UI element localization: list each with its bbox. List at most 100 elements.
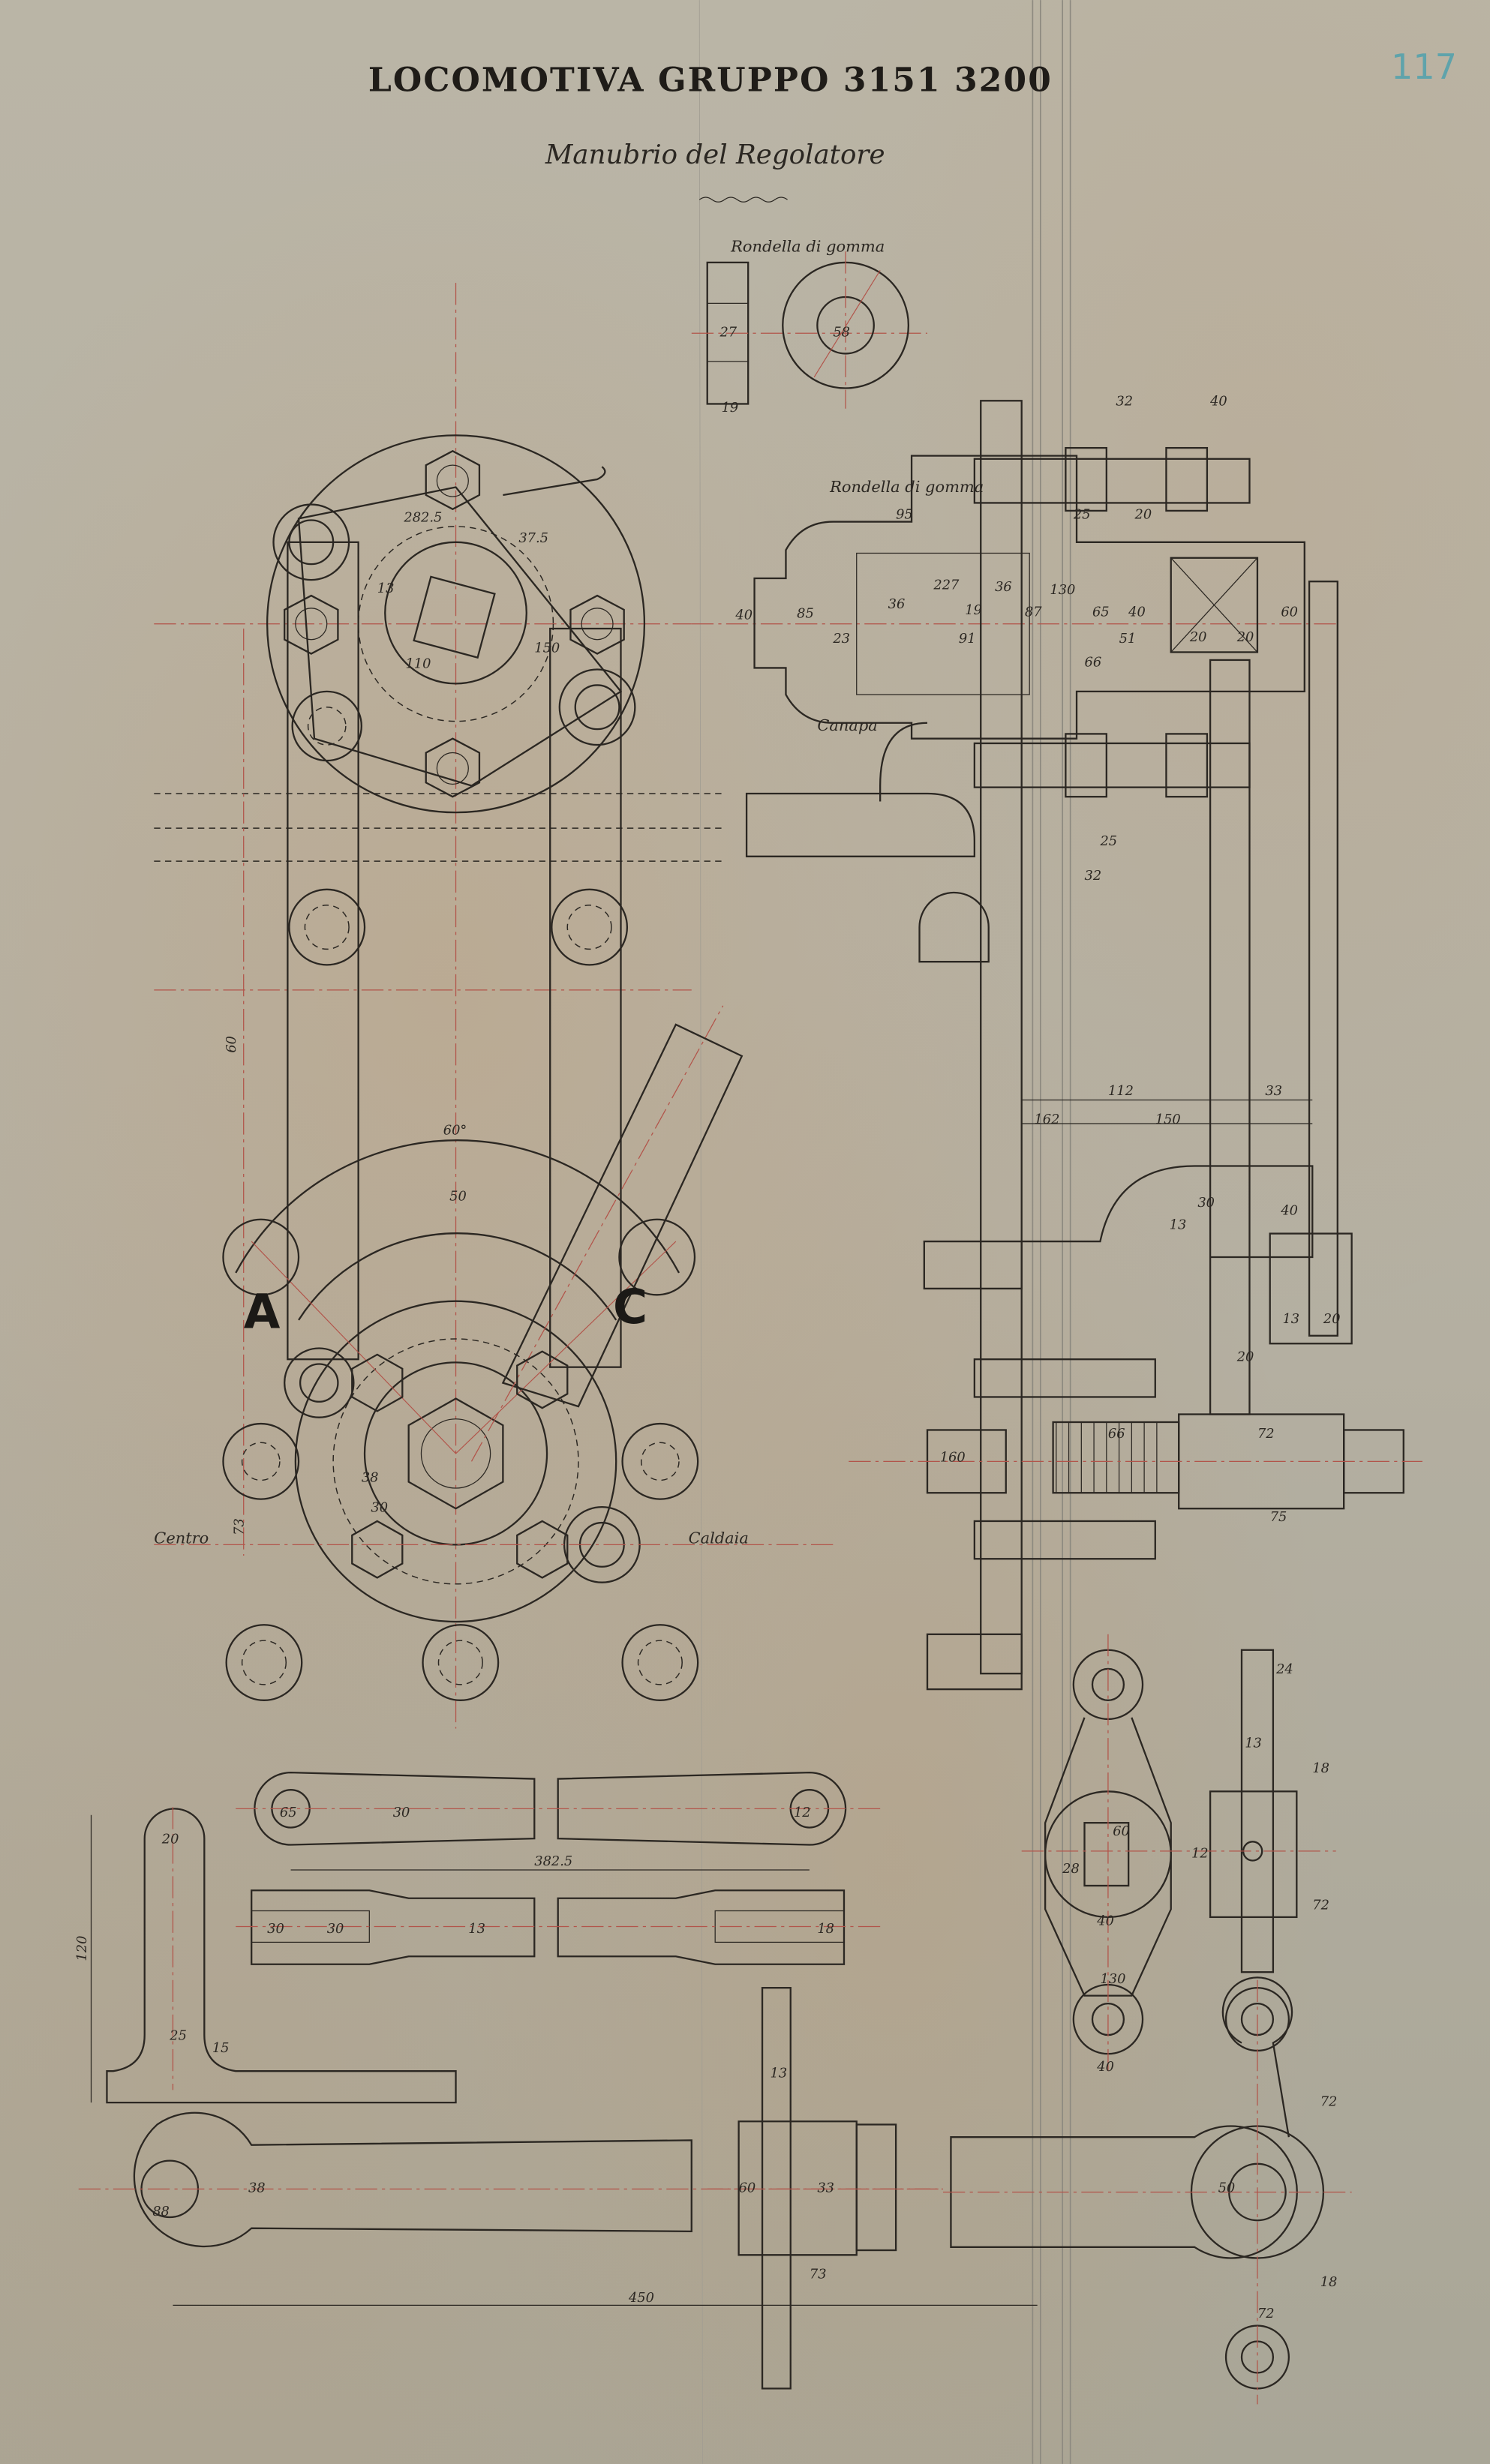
position-c-label: C	[613, 1280, 647, 1334]
dim-label: 162	[1034, 1112, 1059, 1127]
dim-label: 19	[722, 400, 739, 416]
title-flourish	[698, 197, 788, 203]
dim-label: 23	[832, 631, 850, 647]
dim-label: 66	[1085, 654, 1102, 670]
dim-label: 40	[1096, 1913, 1114, 1928]
small-lever-detail: 24 13 28 60 40 130 40 12 18 72	[1021, 1634, 1336, 2075]
dim-label: 12	[794, 1805, 811, 1820]
dim-label: 112	[1108, 1083, 1134, 1099]
dim-label: 60	[1113, 1823, 1130, 1839]
dim-label: 30	[267, 1921, 284, 1937]
dim-label: 27	[719, 324, 737, 340]
dim-label: 33	[1265, 1083, 1282, 1099]
dim-label: 20	[1236, 1349, 1254, 1364]
dim-label: 88	[152, 2204, 170, 2219]
dim-label: 38	[248, 2180, 266, 2196]
dim-label: 13	[1282, 1311, 1299, 1327]
dim-label: 15	[212, 2040, 230, 2056]
dim-label: 60	[739, 2180, 756, 2196]
dim-label: 65	[1092, 604, 1110, 620]
boiler-label: Caldaia	[689, 1529, 749, 1547]
dim-label: 40	[1280, 1202, 1298, 1218]
dim-label: 87	[1025, 604, 1042, 620]
dim-label: 66	[1108, 1426, 1125, 1442]
dim-label: 30	[371, 1499, 388, 1515]
rubber-washer-detail: Rondella di gomma 27 19 58	[691, 237, 928, 416]
dim-label: 72	[1312, 1897, 1329, 1913]
side-view: Rondella di gomma Canapa 95 25 20 85 36 …	[691, 394, 1422, 1691]
cross-piece-detail: 60 73 13 33	[707, 1987, 943, 2390]
dim-label: 32	[1085, 868, 1102, 884]
drawing-subtitle: Manubrio del Regolatore	[545, 140, 885, 170]
dim-label: 25	[1073, 506, 1091, 522]
dim-label: 13	[377, 581, 395, 596]
link-details: 382.5 30 30 13 18	[236, 1772, 881, 1965]
bolt-hex	[284, 450, 625, 798]
dim-label: 33	[817, 2180, 834, 2196]
dim-label: 25	[1099, 833, 1117, 849]
dim-label: 72	[1320, 2093, 1338, 2109]
fold-lines	[698, 0, 1071, 2464]
dim-label: 25	[169, 2027, 187, 2043]
dim-label: 91	[959, 631, 976, 647]
dim-label: 72	[1257, 2306, 1275, 2321]
washer-callout-label: Rondella di gomma	[829, 478, 984, 496]
dim-label: 19	[965, 602, 982, 618]
dim-label: 13	[771, 2066, 788, 2081]
misc-dimensions: 282.5 37.5 150 110 13 30 65 12 72	[280, 510, 1275, 2322]
washer-title: Rondella di gomma	[730, 237, 885, 255]
dim-label: 32	[1116, 394, 1133, 410]
dim-label: 75	[1270, 1509, 1287, 1525]
dim-label: 450	[628, 2290, 654, 2306]
dim-label: 18	[817, 1921, 834, 1937]
dim-label: 51	[1119, 631, 1137, 647]
dim-label: 150	[1155, 1112, 1181, 1127]
front-view: 60° A C Centro Caldaia 60 73 30 38 50	[154, 283, 834, 1729]
dim-label: 13	[468, 1921, 485, 1937]
drawing-title: LOCOMOTIVA GRUPPO 3151 3200	[368, 62, 1053, 100]
dim-label: 50	[1218, 2180, 1236, 2196]
dim-label: 150	[534, 640, 560, 656]
dim-label: 18	[1320, 2274, 1338, 2290]
dim-label: 36	[995, 579, 1012, 595]
dim-label: 60	[224, 1036, 239, 1053]
dim-label: 40	[1128, 604, 1146, 620]
dim-label: 24	[1275, 1661, 1293, 1677]
lever-arm-detail: 50 72 18	[942, 1976, 1352, 2405]
dim-label: 20	[161, 1831, 179, 1847]
dim-label: 12	[1191, 1845, 1209, 1861]
dim-label: 13	[1245, 1736, 1262, 1751]
dim-label: 227	[933, 578, 960, 593]
hemp-label: Canapa	[817, 716, 877, 734]
dim-label: 85	[797, 605, 814, 621]
dim-label: 37.5	[518, 530, 548, 546]
dim-label: 20	[1323, 1311, 1341, 1327]
dim-label: 60	[1281, 604, 1298, 620]
arc-angle-label: 60°	[443, 1123, 467, 1139]
dim-label: 72	[1257, 1426, 1275, 1442]
dim-label: 58	[833, 324, 850, 340]
dim-label: 65	[280, 1805, 297, 1820]
dim-label: 40	[734, 607, 753, 623]
dim-label: 40	[1209, 394, 1227, 410]
dim-label: 28	[1062, 1861, 1080, 1877]
dim-label: 130	[1050, 582, 1075, 598]
dim-label: 120	[74, 1936, 90, 1961]
dim-label: 20	[1189, 629, 1207, 645]
centre-label: Centro	[154, 1529, 209, 1547]
dim-label: 38	[362, 1470, 379, 1486]
dim-label: 73	[810, 2267, 827, 2282]
dim-label: 30	[327, 1921, 344, 1937]
dim-label: 382.5	[534, 1853, 572, 1869]
dim-label: 30	[393, 1805, 410, 1820]
dim-label: 36	[888, 596, 906, 612]
handle-grip-detail: 120 20 25 15 450 88 38	[74, 1807, 1038, 2306]
dim-label: 282.5	[403, 510, 442, 526]
dim-label: 50	[449, 1189, 467, 1205]
dim-label: 40	[1096, 2059, 1114, 2075]
position-a-label: A	[244, 1284, 281, 1339]
dim-label: 13	[1170, 1217, 1187, 1232]
dim-label: 160	[940, 1449, 966, 1465]
dim-label: 110	[405, 656, 431, 671]
